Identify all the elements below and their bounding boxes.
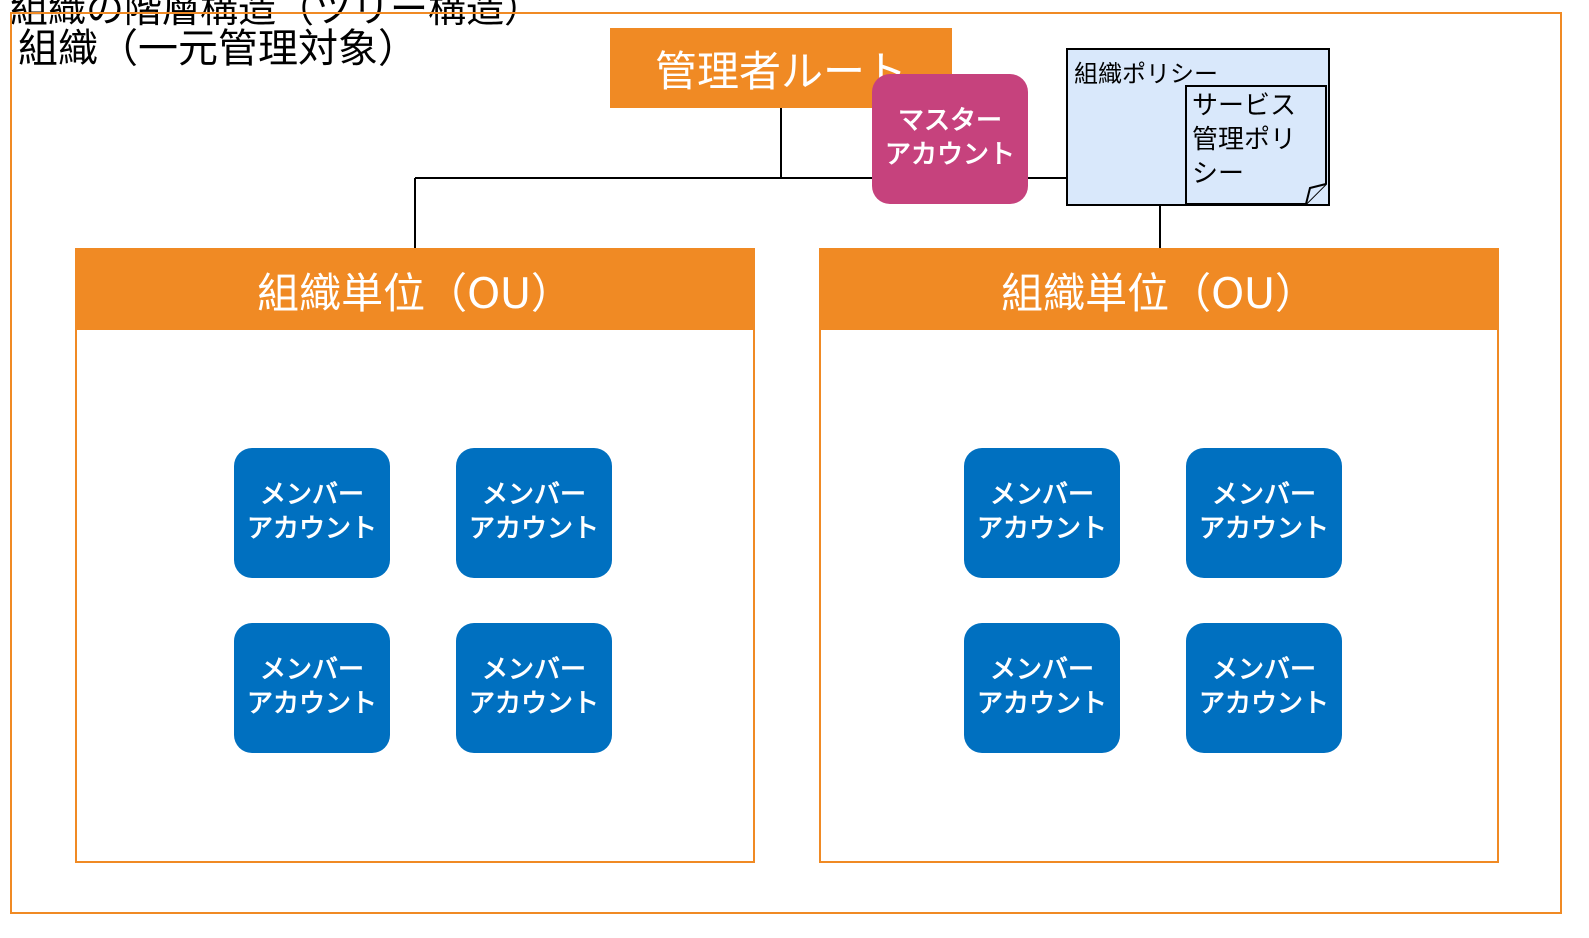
member-line2: アカウント xyxy=(1198,514,1329,544)
member-line1: メンバー xyxy=(259,655,364,686)
admin-root-label: 管理者ルート xyxy=(654,46,907,96)
ou-left: 組織単位（OU） メンバーアカウント メンバーアカウント メンバーアカウント メ… xyxy=(75,248,755,863)
ou-left-label: 組織単位（OU） xyxy=(257,268,573,318)
policy-document-icon xyxy=(1066,48,1330,206)
service-policy-line3: シー xyxy=(1192,158,1245,189)
master-account-box: マスター アカウント xyxy=(872,74,1028,204)
member-line2: アカウント xyxy=(976,689,1107,719)
member-line2: アカウント xyxy=(246,514,377,544)
ou-left-header: 組織単位（OU） xyxy=(77,250,753,330)
member-line1: メンバー xyxy=(1211,655,1316,686)
organization-title: 組織（一元管理対象） xyxy=(18,26,418,72)
organization-frame xyxy=(10,12,1562,914)
service-policy-line1: サービス xyxy=(1192,91,1297,121)
member-line1: メンバー xyxy=(1211,480,1316,511)
member-line1: メンバー xyxy=(481,655,586,686)
member-line2: アカウント xyxy=(1198,689,1329,719)
member-account: メンバーアカウント xyxy=(456,448,612,578)
cropped-heading: 組織の階層構造（ツリー構造） xyxy=(10,0,543,31)
member-line2: アカウント xyxy=(468,689,599,719)
member-line2: アカウント xyxy=(246,689,377,719)
member-account: メンバーアカウント xyxy=(964,448,1120,578)
member-line1: メンバー xyxy=(259,480,364,511)
service-policy-line2: 管理ポリ xyxy=(1192,124,1297,155)
admin-root-box: 管理者ルート xyxy=(610,28,952,108)
member-line2: アカウント xyxy=(468,514,599,544)
member-line1: メンバー xyxy=(481,480,586,511)
org-policy-label: 組織ポリシー xyxy=(1074,60,1218,88)
member-account: メンバーアカウント xyxy=(1186,623,1342,753)
ou-right: 組織単位（OU） メンバーアカウント メンバーアカウント メンバーアカウント メ… xyxy=(819,248,1499,863)
member-line1: メンバー xyxy=(989,480,1094,511)
member-account: メンバーアカウント xyxy=(234,448,390,578)
ou-right-label: 組織単位（OU） xyxy=(1001,268,1317,318)
master-account-line2: アカウント xyxy=(884,140,1015,170)
member-account: メンバーアカウント xyxy=(964,623,1120,753)
member-account: メンバーアカウント xyxy=(1186,448,1342,578)
ou-right-header: 組織単位（OU） xyxy=(821,250,1497,330)
member-account: メンバーアカウント xyxy=(234,623,390,753)
member-account: メンバーアカウント xyxy=(456,623,612,753)
master-account-line1: マスター xyxy=(897,106,1002,137)
member-line2: アカウント xyxy=(976,514,1107,544)
service-policy-label: サービス 管理ポリ シー xyxy=(1192,90,1312,191)
member-line1: メンバー xyxy=(989,655,1094,686)
